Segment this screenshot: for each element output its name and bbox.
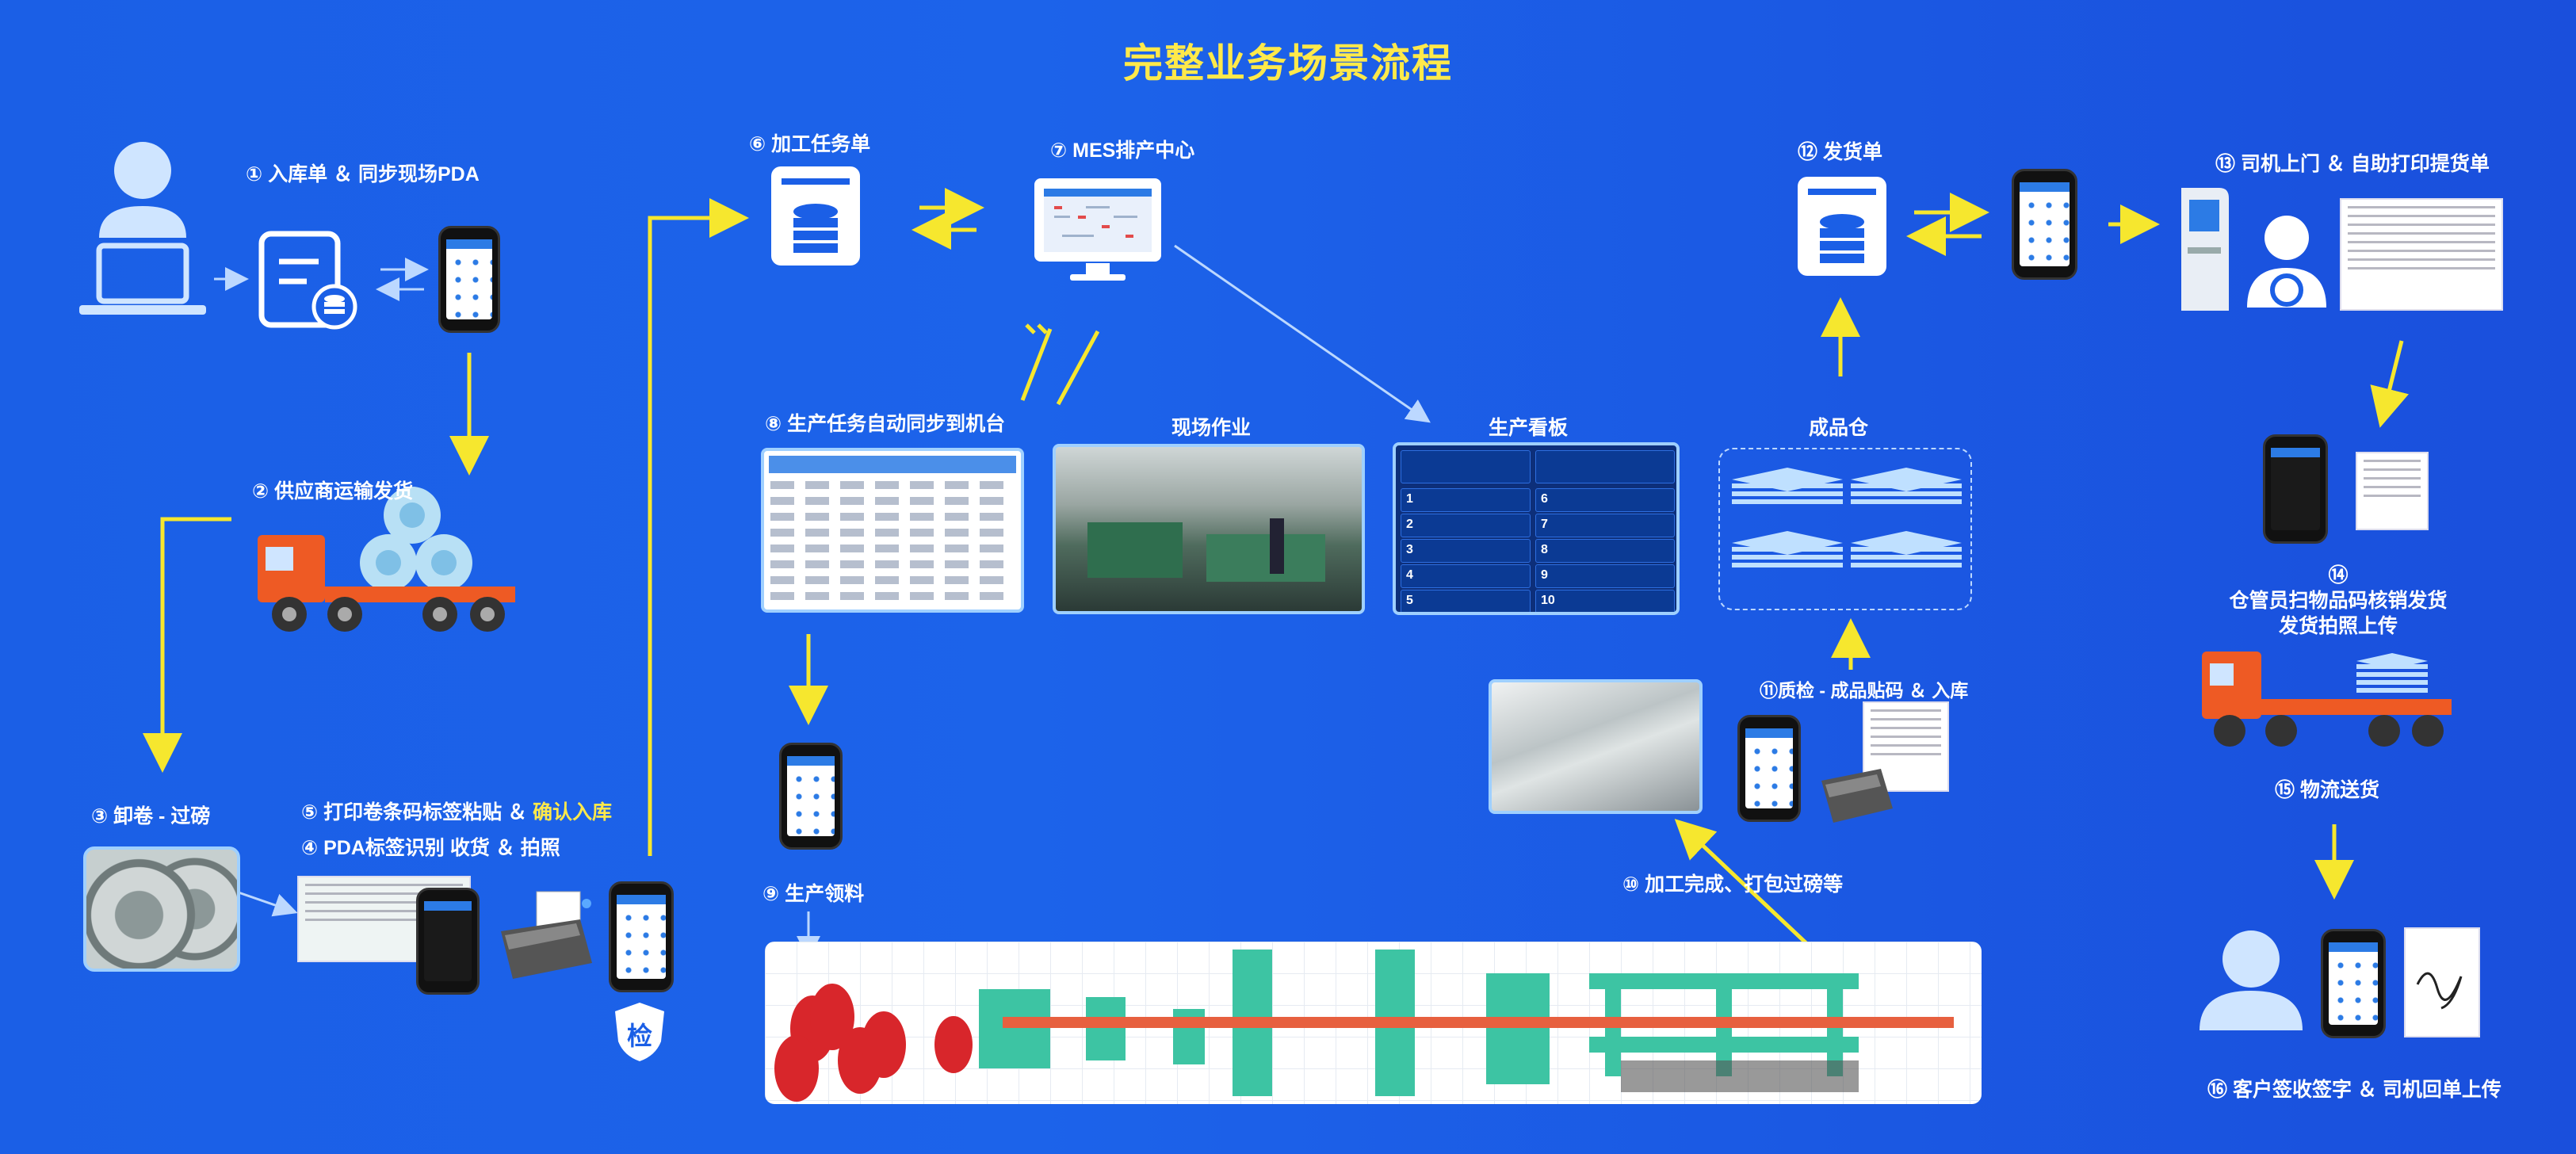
step-10-label: ⑩ 加工完成、打包过磅等 [1622, 873, 1844, 896]
pda-device-4 [779, 743, 843, 850]
step-9-label: ⑨ 生产领料 [762, 883, 865, 905]
inspection-shield-icon [615, 1003, 664, 1061]
label-printer-icon [501, 891, 592, 979]
machine-task-screen [761, 448, 1024, 613]
arrow-driver-to-keeper [2370, 340, 2409, 428]
step-3-label: ③ 卸卷 - 过磅 [91, 805, 211, 827]
onsite-work-title: 现场作业 [1171, 417, 1252, 439]
page-title: 完整业务场景流程 [1123, 41, 1453, 86]
step-14-label: 仓管员扫物品码核销发货 [2229, 590, 2448, 612]
step-5-label: ⑤ 打印卷条码标签粘贴 ＆ 确认入库 [301, 801, 613, 823]
pda-device-1 [438, 226, 500, 333]
arrow-supplier-to-unload [143, 517, 231, 773]
production-kanban-board: 1 2 3 4 5 6 7 8 9 10 [1393, 442, 1680, 615]
pda-device-7 [2263, 434, 2328, 544]
step-2-label: ② 供应商运输发货 [252, 480, 414, 502]
onsite-work-photo [1053, 444, 1365, 614]
customer-icon [2200, 930, 2303, 1030]
task-order-db-icon [771, 166, 860, 266]
truck-coils-icon [258, 487, 515, 632]
stacked-plates-icon [1732, 468, 1962, 567]
driver-icon [2247, 216, 2326, 308]
step-13-label: ⑬ 司机上门 ＆ 自助打印提货单 [2215, 153, 2490, 175]
warehouse-title: 成品仓 [1809, 417, 1869, 439]
step-11-label: ⑪质检 - 成品贴码 ＆ 入库 [1760, 680, 1969, 701]
step-15-label: ⑮ 物流送货 [2275, 779, 2379, 801]
kiosk-icon [2181, 188, 2229, 311]
production-line-visual [765, 942, 1982, 1104]
step-8-label: ⑧ 生产任务自动同步到机台 [765, 413, 1006, 435]
user-laptop-icon [79, 142, 206, 315]
step-1-label: ① 入库单 ＆ 同步现场PDA [246, 163, 480, 185]
mes-monitor-icon [1034, 178, 1161, 281]
mobile-printer-icon [1821, 769, 1893, 823]
warehouse-box [1718, 448, 1972, 610]
item-code-sheet [2356, 452, 2429, 530]
delivery-order-db-icon [1798, 177, 1886, 276]
arrow-mes-to-kanban [1174, 244, 1431, 423]
logistics-truck-icon [2202, 652, 2452, 747]
coil-photo [83, 846, 240, 972]
finished-plates-photo [1489, 679, 1703, 814]
document-db-icon [258, 231, 357, 330]
pda-device-5 [1737, 715, 1801, 822]
step-4-label: ④ PDA标签识别 收货 ＆ 拍照 [301, 837, 560, 859]
kanban-title: 生产看板 [1489, 417, 1569, 439]
step-12-label: ⑫ 发货单 [1798, 141, 1882, 163]
step-6-label: ⑥ 加工任务单 [749, 133, 871, 155]
pda-device-8 [2321, 929, 2386, 1038]
pickup-bill-sheet [2340, 198, 2503, 311]
step-7-label: ⑦ MES排产中心 [1050, 139, 1195, 162]
pda-device-2 [416, 888, 480, 995]
arrow-pda-to-task [648, 198, 749, 856]
confirm-storage-text: 确认入库 [533, 801, 613, 823]
arrow-line-to-finish [1674, 819, 1825, 961]
pda-device-6 [2012, 169, 2077, 280]
inspection-badge-text: 检 [626, 1022, 652, 1050]
step-14-sublabel: 发货拍照上传 [2278, 615, 2398, 637]
signature-sheet [2404, 927, 2480, 1037]
pda-device-3 [609, 881, 674, 992]
step-16-label: ⑯ 客户签收签字 ＆ 司机回单上传 [2207, 1079, 2501, 1101]
step-14-number: ⑭ [2328, 564, 2349, 587]
